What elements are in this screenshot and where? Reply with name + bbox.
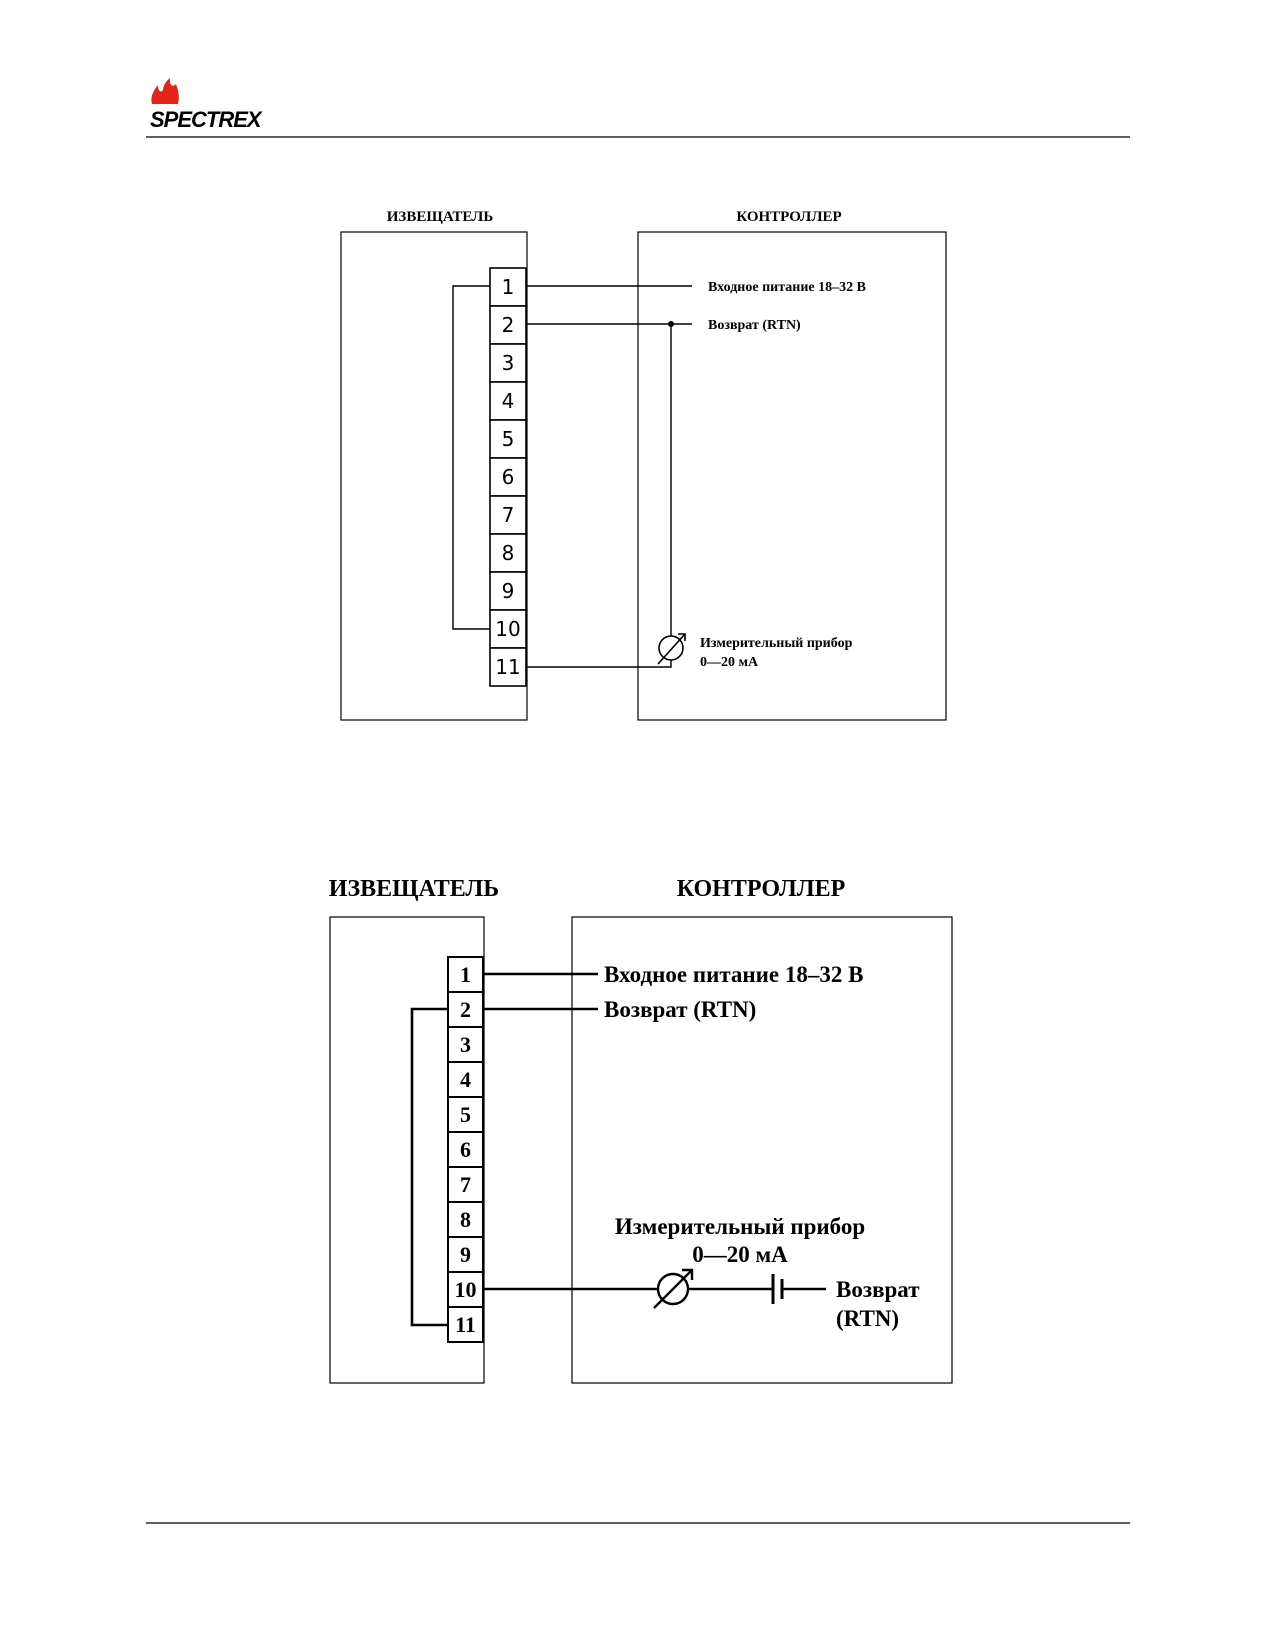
terminal-1: [447, 956, 484, 993]
terminal-label-7: 7: [460, 1172, 471, 1197]
terminal-3: [447, 1026, 484, 1063]
ammeter-icon: [653, 1268, 694, 1309]
terminal-label-4: 4: [502, 389, 515, 413]
terminal-label-2: 2: [460, 997, 471, 1022]
terminal-label-11: 11: [495, 655, 520, 679]
terminal-label-11: 11: [455, 1312, 476, 1337]
meter-label-line2: 0—20 мА: [700, 655, 759, 670]
controller-title: КОНТРОЛЛЕР: [677, 876, 846, 902]
terminal-9: [489, 571, 527, 611]
return2-label-line1: Возврат: [836, 1277, 920, 1302]
wire-signal: [526, 660, 672, 668]
terminal-4: [447, 1061, 484, 1098]
terminal-2: [489, 305, 527, 345]
terminal-label-3: 3: [502, 351, 515, 375]
spectrex-logo: SPECTREX: [150, 78, 264, 132]
meter-label-line1: Измерительный прибор: [700, 636, 853, 651]
terminal-label-3: 3: [460, 1032, 471, 1057]
terminal-label-2: 2: [502, 313, 515, 337]
terminal-strip: 1 2 3 4 5 6 7 8 9 10 11: [447, 956, 484, 1343]
meter-label-line1: Измерительный прибор: [615, 1214, 865, 1239]
wiring-diagram-1: ИЗВЕЩАТЕЛЬ КОНТРОЛЛЕР 1 2 3 4 5 6 7 8 9: [340, 209, 947, 721]
terminal-label-1: 1: [502, 275, 515, 299]
terminal-11: [489, 647, 527, 687]
terminal-label-6: 6: [502, 465, 515, 489]
terminal-label-9: 9: [502, 579, 515, 603]
controller-title: КОНТРОЛЛЕР: [736, 209, 841, 225]
controller-box: [571, 916, 953, 1384]
detector-box: [340, 231, 528, 721]
ammeter-icon: [657, 633, 686, 665]
detector-title: ИЗВЕЩАТЕЛЬ: [387, 209, 494, 225]
terminal-label-4: 4: [460, 1067, 471, 1092]
return-label: Возврат (RTN): [708, 318, 801, 333]
terminal-5: [447, 1096, 484, 1133]
flame-icon: [151, 78, 179, 104]
terminal-label-6: 6: [460, 1137, 471, 1162]
terminal-8: [489, 533, 527, 573]
controller-box: [637, 231, 947, 721]
terminal-label-9: 9: [460, 1242, 471, 1267]
power-label: Входное питание 18–32 В: [604, 962, 863, 987]
terminal-11: [447, 1306, 484, 1343]
terminal-label-7: 7: [502, 503, 515, 527]
terminal-strip: 1 2 3 4 5 6 7 8 9 10 11: [489, 267, 527, 687]
terminal-6: [447, 1131, 484, 1168]
logo-text: SPECTREX: [150, 107, 263, 132]
return-label: Возврат (RTN): [604, 997, 756, 1022]
terminal-label-8: 8: [502, 541, 515, 565]
jumper-1-10: [452, 285, 490, 630]
wiring-diagram-2: ИЗВЕЩАТЕЛЬ КОНТРОЛЛЕР 1 2 3 4 5 6 7 8 9 …: [329, 876, 953, 1384]
terminal-label-8: 8: [460, 1207, 471, 1232]
terminal-1: [489, 267, 527, 307]
meter-label-line2: 0—20 мА: [692, 1242, 788, 1267]
jumper-2-11: [410, 1007, 448, 1327]
terminal-9: [447, 1236, 484, 1273]
terminal-7: [447, 1166, 484, 1203]
terminal-label-10: 10: [455, 1277, 477, 1302]
terminal-label-10: 10: [495, 617, 520, 641]
terminal-label-5: 5: [502, 427, 515, 451]
battery-icon: [771, 1274, 784, 1304]
return2-label-line2: (RTN): [836, 1306, 899, 1331]
terminal-label-1: 1: [460, 962, 471, 987]
detector-title: ИЗВЕЩАТЕЛЬ: [329, 876, 499, 902]
power-label: Входное питание 18–32 В: [708, 280, 866, 295]
terminal-label-5: 5: [460, 1102, 471, 1127]
